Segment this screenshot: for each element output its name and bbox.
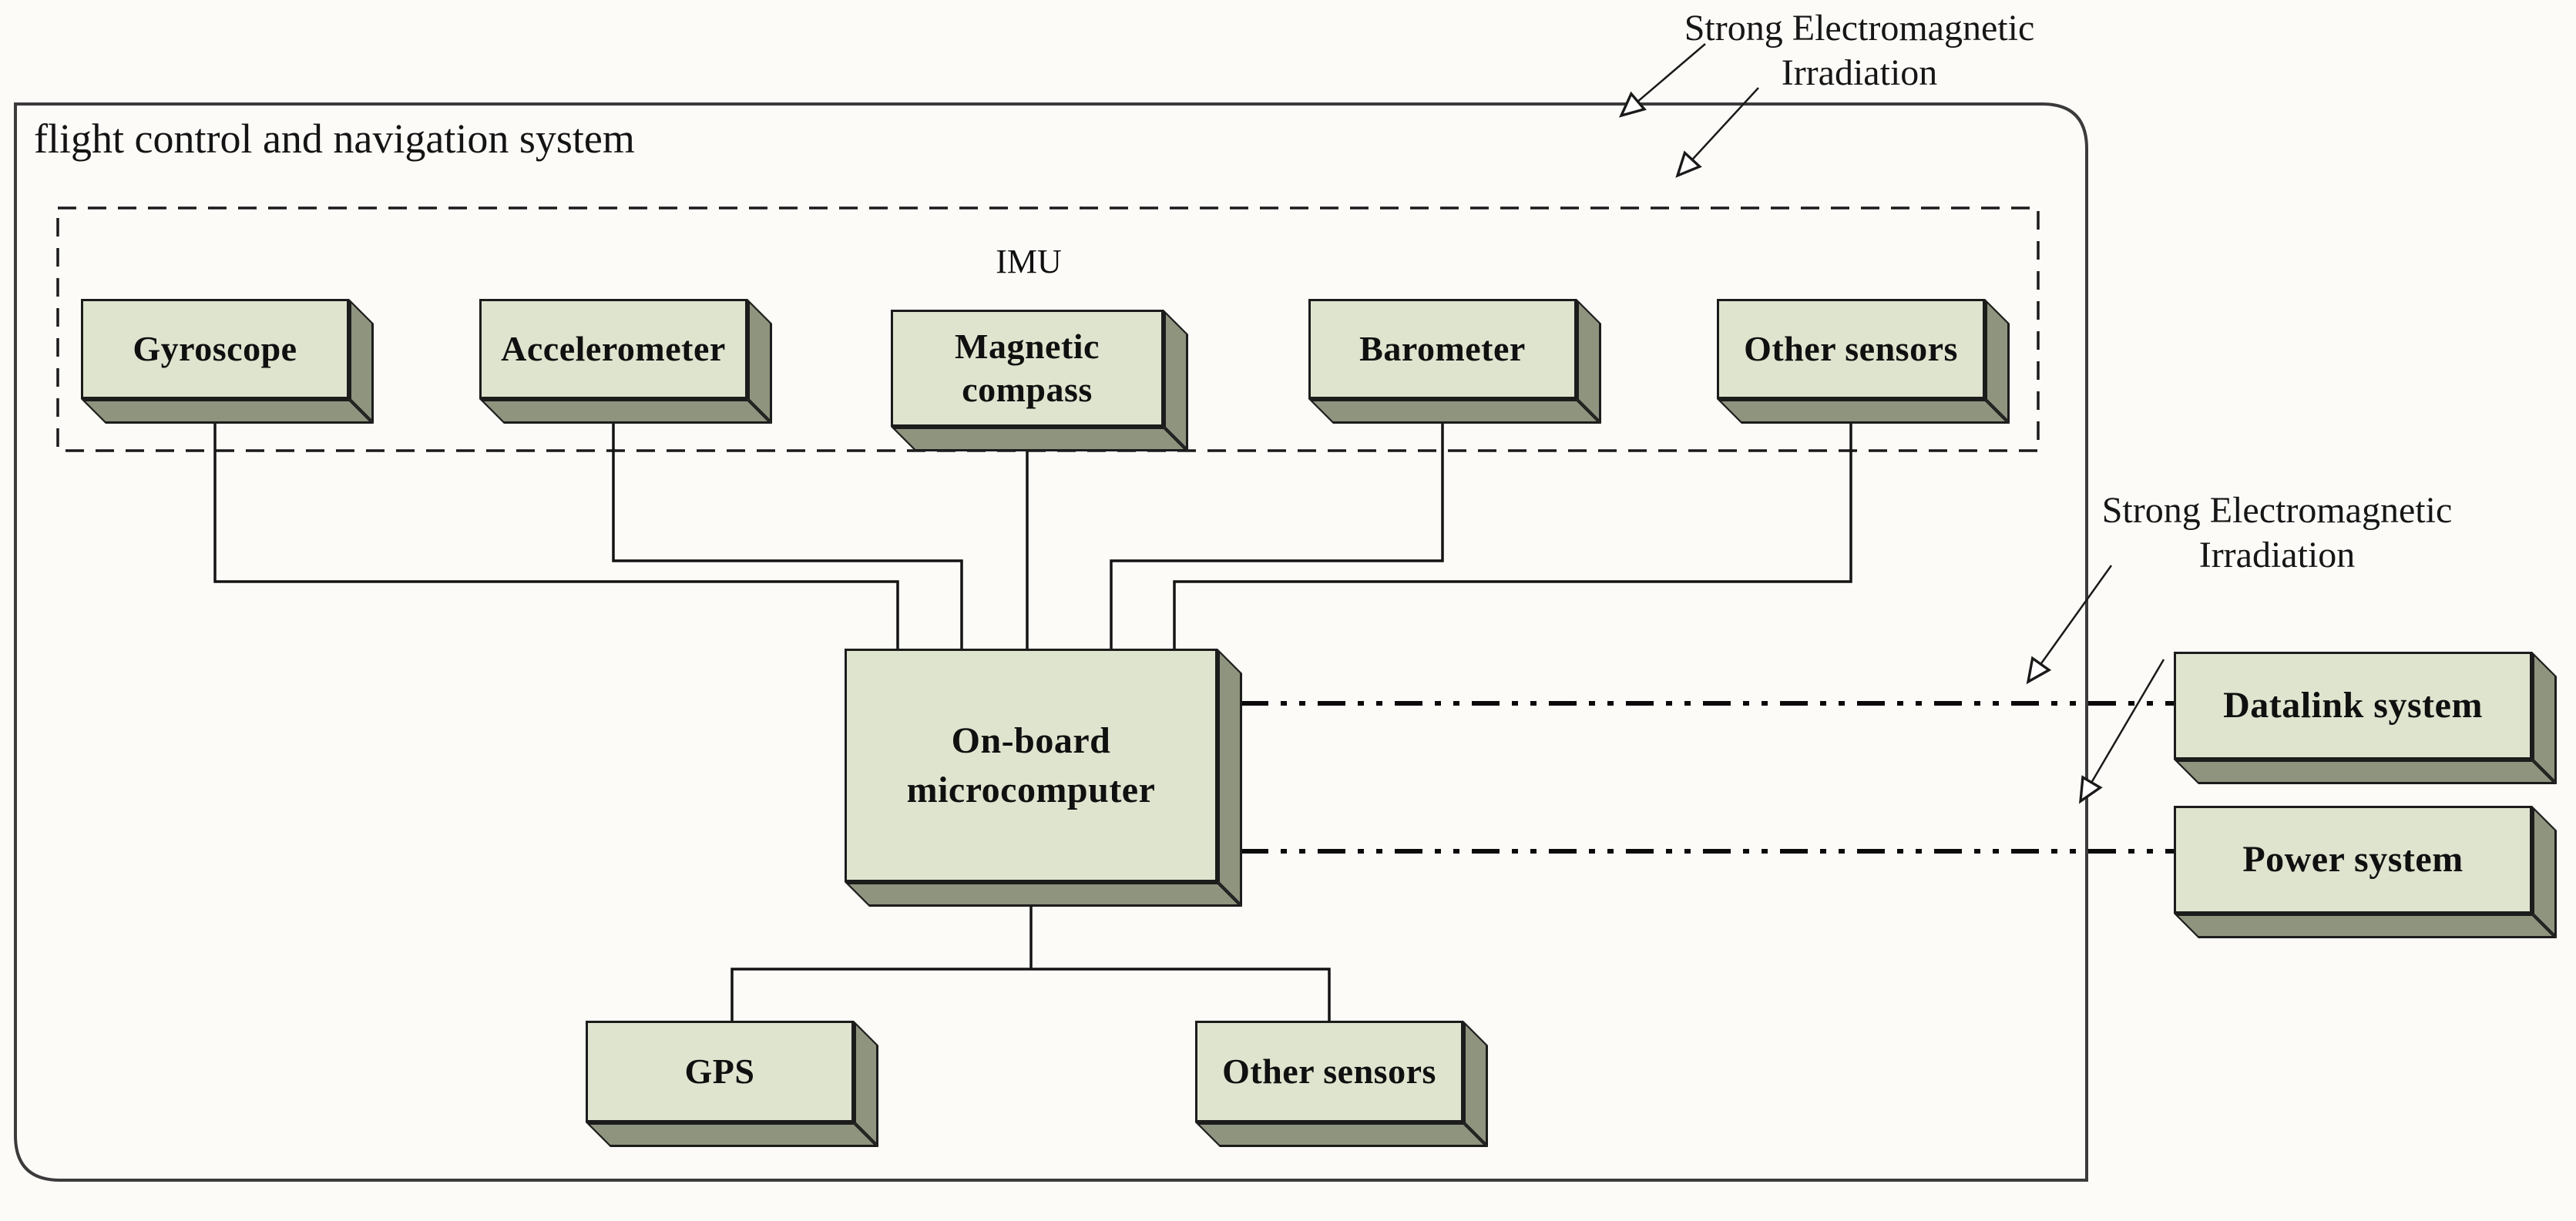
block-side	[1717, 399, 2010, 424]
block-face: Gyroscope	[81, 299, 349, 399]
block-side	[845, 882, 1242, 907]
block-face: Other sensors	[1195, 1021, 1463, 1122]
connector-bottom-bus	[730, 906, 1331, 1025]
connector-gyroscope	[213, 423, 899, 652]
block-face: Datalink system	[2174, 652, 2532, 760]
block-side	[2174, 914, 2557, 938]
block-side	[81, 399, 374, 424]
block-gyroscope: Gyroscope	[81, 299, 374, 424]
block-side	[1217, 649, 1242, 907]
block-face: On-board microcomputer	[845, 649, 1217, 882]
block-side	[1195, 1122, 1488, 1147]
block-side	[479, 399, 772, 424]
emi-arrow-top-1	[1618, 43, 1706, 118]
imu-group-label: IMU	[996, 243, 1062, 280]
block-other-sensors-bottom: Other sensors	[1195, 1021, 1488, 1147]
system-title: flight control and navigation system	[34, 116, 635, 162]
block-face: GPS	[586, 1021, 854, 1122]
connector-accelerometer	[612, 423, 963, 652]
emi-arrow-top-2	[1675, 87, 1759, 178]
emi-annotation-top: Strong Electromagnetic Irradiation	[1684, 8, 2035, 93]
connector-barometer	[1110, 423, 1444, 652]
block-datalink-system: Datalink system	[2174, 652, 2557, 784]
block-label: Other sensors	[1222, 1052, 1436, 1091]
block-side	[891, 427, 1188, 451]
block-other-sensors-top: Other sensors	[1717, 299, 2010, 424]
emi-arrow-right-2	[2078, 659, 2165, 804]
block-side	[1308, 399, 1601, 424]
block-label: On-board microcomputer	[906, 720, 1156, 810]
block-power-system: Power system	[2174, 806, 2557, 938]
block-face: Magnetic compass	[891, 310, 1164, 427]
block-face: Power system	[2174, 806, 2532, 914]
block-side	[586, 1122, 878, 1147]
block-face: Other sensors	[1717, 299, 1985, 399]
block-onboard-microcomputer: On-board microcomputer	[845, 649, 1242, 907]
block-label: Barometer	[1359, 329, 1526, 368]
emi-arrow-right-1	[2026, 565, 2113, 685]
block-accelerometer: Accelerometer	[479, 299, 772, 424]
block-label: Other sensors	[1744, 329, 1958, 368]
connector-other-sensors-top	[1173, 423, 1852, 652]
block-magnetic-compass: Magnetic compass	[891, 310, 1188, 451]
block-label: Gyroscope	[133, 329, 297, 368]
block-face: Accelerometer	[479, 299, 747, 399]
system-boundary	[14, 102, 2088, 1182]
emi-annotation-right: Strong Electromagnetic Irradiation	[2101, 490, 2453, 575]
block-side	[2174, 760, 2557, 784]
block-label: Datalink system	[2223, 685, 2483, 726]
block-label: Accelerometer	[501, 329, 726, 368]
block-label: Power system	[2242, 839, 2463, 880]
block-gps: GPS	[586, 1021, 878, 1147]
block-label: GPS	[684, 1052, 755, 1091]
block-label: Magnetic compass	[955, 327, 1100, 409]
block-face: Barometer	[1308, 299, 1577, 399]
block-barometer: Barometer	[1308, 299, 1601, 424]
